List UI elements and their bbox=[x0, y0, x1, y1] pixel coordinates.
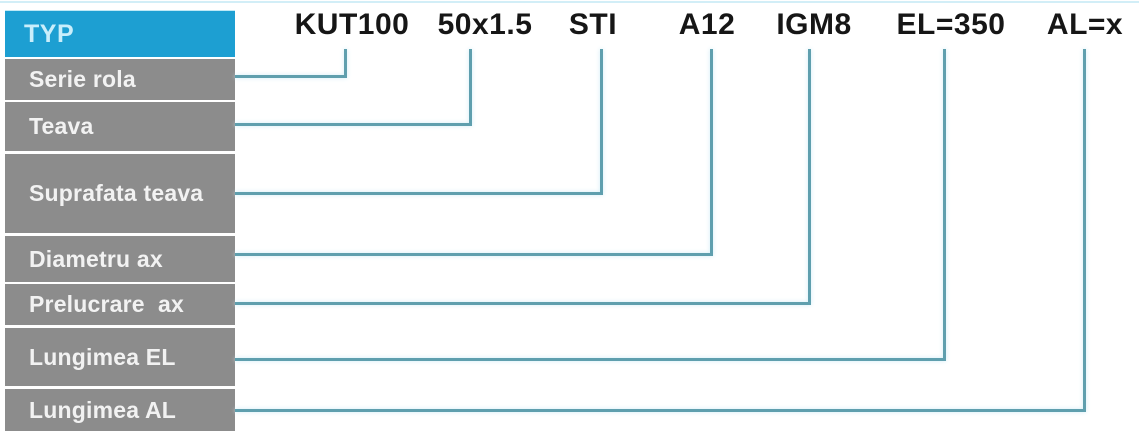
connector-line-lungimea-al bbox=[235, 49, 1086, 412]
connector-line-diametru-ax bbox=[235, 49, 713, 256]
code-part-lungimea-el: EL=350 bbox=[896, 8, 1006, 41]
top-edge-line bbox=[0, 1, 1139, 3]
label-box-prelucrare-ax: Prelucrare ax bbox=[5, 284, 235, 325]
label-box-lungimea-el: Lungimea EL bbox=[5, 328, 235, 386]
label-box-serie-rola: Serie rola bbox=[5, 59, 235, 100]
typ-header-label: TYP bbox=[24, 19, 75, 48]
row-label: Serie rola bbox=[29, 66, 136, 92]
row-label: Diametru ax bbox=[29, 245, 163, 272]
label-box-diametru-ax: Diametru ax bbox=[5, 236, 235, 282]
label-box-lungimea-al: Lungimea AL bbox=[5, 389, 235, 431]
code-part-prelucrare-ax: IGM8 bbox=[776, 8, 852, 41]
code-part-teava: 50x1.5 bbox=[437, 8, 533, 41]
connector-line-serie-rola bbox=[235, 49, 347, 78]
label-box-teava: Teava bbox=[5, 102, 235, 151]
code-part-suprafata-teava: STI bbox=[568, 8, 618, 41]
typ-header-box: TYP bbox=[5, 10, 235, 57]
connector-line-lungimea-el bbox=[235, 49, 946, 361]
row-label: Lungimea EL bbox=[29, 343, 176, 370]
connector-line-teava bbox=[235, 49, 472, 126]
row-label: Teava bbox=[29, 113, 94, 139]
row-label: Lungimea AL bbox=[29, 396, 177, 423]
connector-line-suprafata-teava bbox=[235, 49, 603, 195]
row-label: Suprafata teava bbox=[29, 180, 204, 206]
code-part-lungimea-al: AL=x bbox=[1046, 8, 1124, 41]
code-part-diametru-ax: A12 bbox=[678, 8, 736, 41]
connector-line-prelucrare-ax bbox=[235, 49, 811, 305]
code-part-serie-rola: KUT100 bbox=[294, 8, 410, 41]
row-label: Prelucrare ax bbox=[29, 291, 184, 317]
label-box-suprafata-teava: Suprafata teava bbox=[5, 154, 235, 233]
